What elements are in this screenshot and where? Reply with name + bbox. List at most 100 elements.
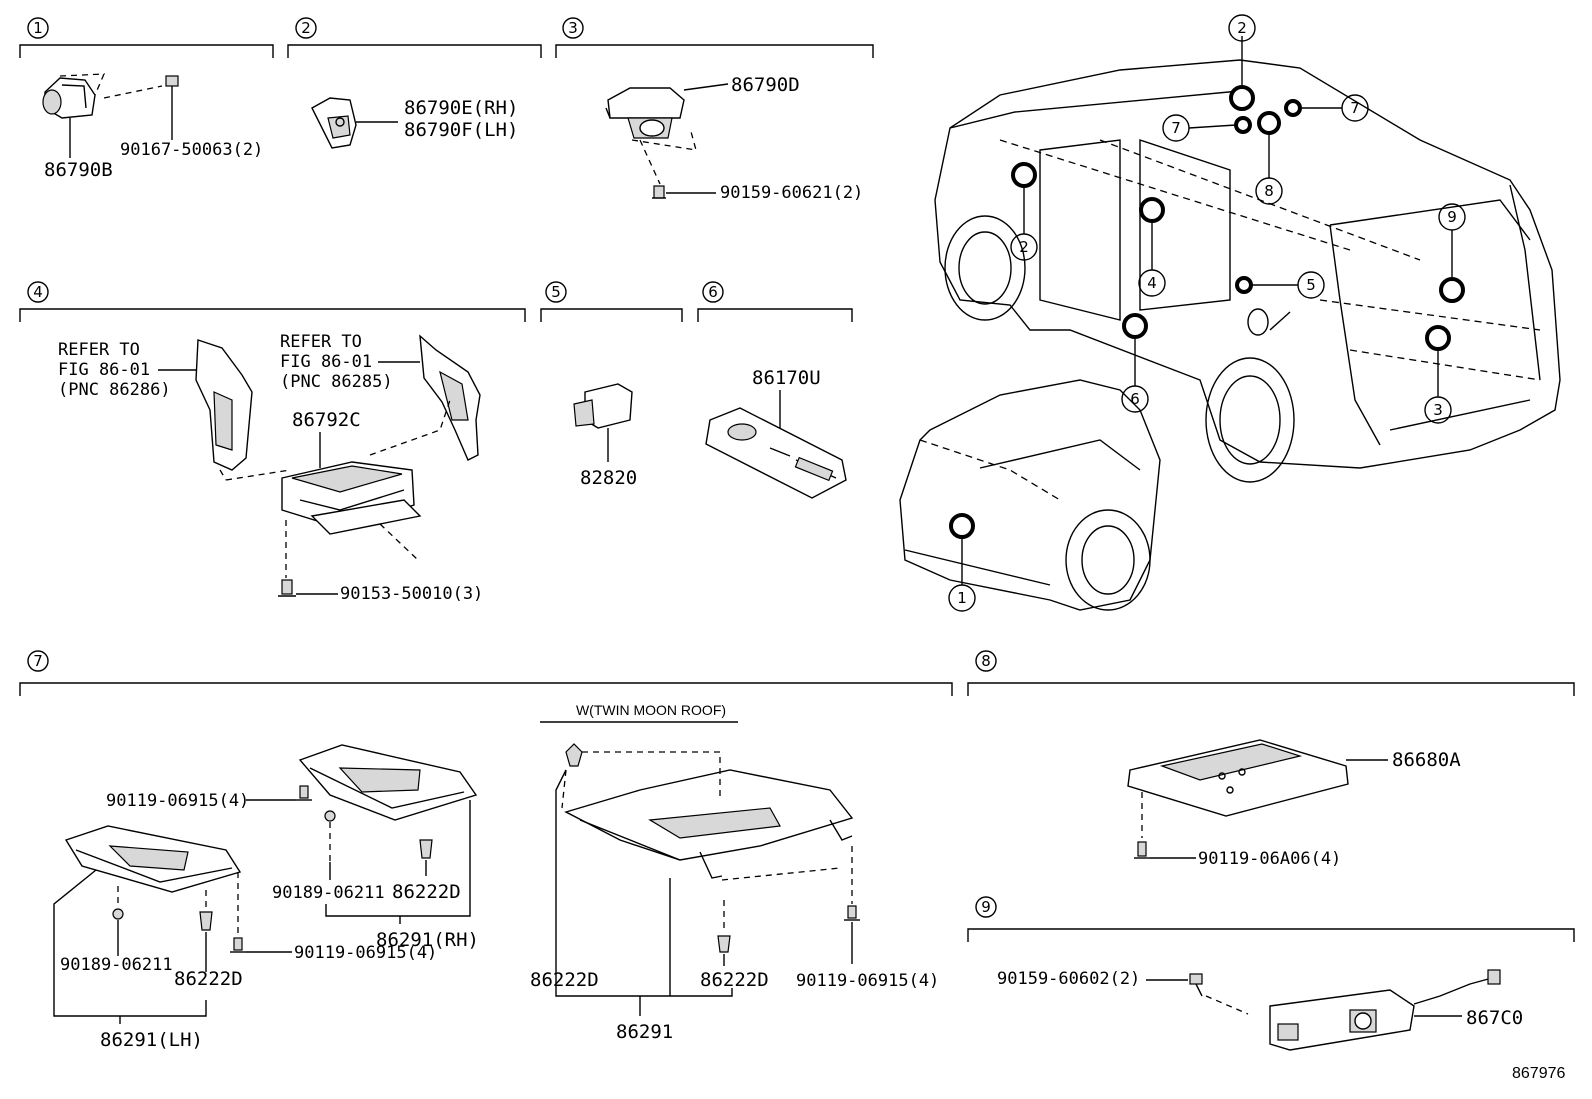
bolt-icon	[844, 905, 860, 921]
mount-bracket-rh-icon	[298, 744, 478, 821]
label-86790F-LH: 86790F(LH)	[404, 119, 518, 141]
side-camera-icon	[1269, 969, 1501, 1051]
section-7-bracket	[19, 682, 953, 696]
parking-sensor-icon	[42, 73, 106, 119]
callout-badge	[1138, 269, 1166, 297]
vehicle-front-view	[899, 379, 1161, 611]
section-1-badge	[27, 17, 49, 39]
callout-8: 8	[1264, 182, 1274, 200]
callout-badge	[1297, 271, 1325, 299]
section-2-badge	[295, 17, 317, 39]
section-6-number: 6	[708, 283, 718, 301]
callout-badge	[948, 584, 976, 612]
label-86170U: 86170U	[752, 367, 821, 389]
section-4-number: 4	[33, 283, 43, 301]
right-bracket-icon	[419, 334, 481, 461]
section-5: 5 82820	[540, 281, 683, 489]
vehicle-illustration: 2 7 7 2 8 4 5 9 6 3	[899, 14, 1561, 612]
callout-badge	[1438, 203, 1466, 231]
screw-icon	[165, 75, 179, 100]
nut-icon	[199, 911, 213, 931]
label-90119-06915-tw: 90119-06915(4)	[796, 971, 939, 991]
label-86792C: 86792C	[292, 409, 361, 431]
screw-icon	[652, 185, 666, 199]
section-5-badge	[545, 281, 567, 303]
label-82820: 82820	[580, 467, 637, 489]
section-1-dash	[103, 85, 163, 99]
bolt-icon	[230, 937, 246, 953]
control-module-icon	[281, 461, 422, 535]
mount-bracket-lh-icon	[64, 825, 242, 893]
label-refer-rh-2: FIG 86-01	[280, 352, 372, 372]
label-90167-50063: 90167-50063(2)	[120, 140, 263, 160]
callout-7-right: 7	[1350, 99, 1360, 117]
label-86790D: 86790D	[731, 74, 800, 96]
callout-2-top: 2	[1237, 19, 1247, 37]
bolt-icon	[296, 785, 312, 801]
section-4-badge	[27, 281, 49, 303]
leader-86790D	[683, 83, 729, 91]
remote-control-icon	[705, 407, 847, 499]
label-86222D-rh: 86222D	[392, 881, 461, 903]
callout-badge	[1162, 114, 1190, 142]
label-90159-60602: 90159-60602(2)	[997, 969, 1140, 989]
label-86680A: 86680A	[1392, 749, 1461, 771]
section-3-badge	[562, 17, 584, 39]
label-86291: 86291	[616, 1021, 673, 1043]
label-86222D-tw-right: 86222D	[700, 969, 769, 991]
section-3-number: 3	[568, 19, 578, 37]
section-7-badge	[27, 650, 49, 672]
side-sensor-icon	[311, 97, 357, 149]
section-3: 3 86790D 90159-60621(2)	[555, 17, 874, 203]
callout-9: 9	[1447, 208, 1457, 226]
screw-icon	[1189, 973, 1203, 997]
label-90189-06211-rh: 90189-06211	[272, 883, 385, 903]
section-5-bracket	[540, 308, 683, 322]
label-86222D-tw-left: 86222D	[530, 969, 599, 991]
section-6-badge	[702, 281, 724, 303]
label-twin-moon-roof: W(TWIN MOON ROOF)	[576, 702, 726, 718]
section-8-badge	[975, 650, 997, 672]
callout-6: 6	[1130, 390, 1140, 408]
callout-7-left: 7	[1171, 119, 1181, 137]
left-bracket-icon	[195, 339, 253, 471]
label-90119-06915-rh: 90119-06915(4)	[106, 791, 249, 811]
section-7: 7 W(TWIN MOON ROOF) 90119-06915(4) 90189…	[19, 650, 953, 1051]
section-9-badge	[975, 896, 997, 918]
label-867C0: 867C0	[1466, 1007, 1523, 1029]
section-4: 4 REFER TO FIG 86-01 (PNC 86286) REFER T…	[19, 281, 526, 604]
callout-badge	[1424, 396, 1452, 424]
callout-badge	[1010, 233, 1038, 261]
control-unit-icon	[1127, 739, 1349, 817]
label-refer-lh-3: (PNC 86286)	[58, 380, 171, 400]
label-86222D-lh: 86222D	[174, 968, 243, 990]
label-86790E-RH: 86790E(RH)	[404, 97, 518, 119]
screw-icon	[1134, 841, 1150, 859]
section-9: 9 90159-60602(2) 867C0	[967, 896, 1575, 1051]
section-1: 1 86790B 90167-50063(2)	[19, 17, 274, 181]
screw-icon	[278, 579, 296, 597]
clip-icon	[112, 908, 124, 920]
mount-bracket-twin-icon	[564, 769, 854, 879]
section-2-number: 2	[301, 19, 311, 37]
figure-number: 867976	[1512, 1065, 1565, 1082]
label-90119-06A06: 90119-06A06(4)	[1198, 849, 1341, 869]
nut-icon	[717, 935, 731, 953]
section-8-number: 8	[981, 652, 991, 670]
section-5-number: 5	[551, 283, 561, 301]
clip-icon	[324, 810, 336, 822]
section-2: 2 86790E(RH) 86790F(LH)	[287, 17, 542, 149]
sensor-location-ring	[1229, 85, 1255, 111]
rear-camera-icon	[605, 87, 685, 139]
section-6-bracket	[697, 308, 853, 322]
callout-badge	[1121, 385, 1149, 413]
section-8-bracket	[967, 682, 1575, 696]
connector-module-icon	[573, 383, 633, 429]
callout-1: 1	[957, 589, 967, 607]
label-refer-lh-1: REFER TO	[58, 340, 140, 360]
section-6: 6 86170U	[697, 281, 853, 499]
section-1-number: 1	[33, 19, 43, 37]
section-7-number: 7	[33, 652, 43, 670]
label-refer-rh-1: REFER TO	[280, 332, 362, 352]
